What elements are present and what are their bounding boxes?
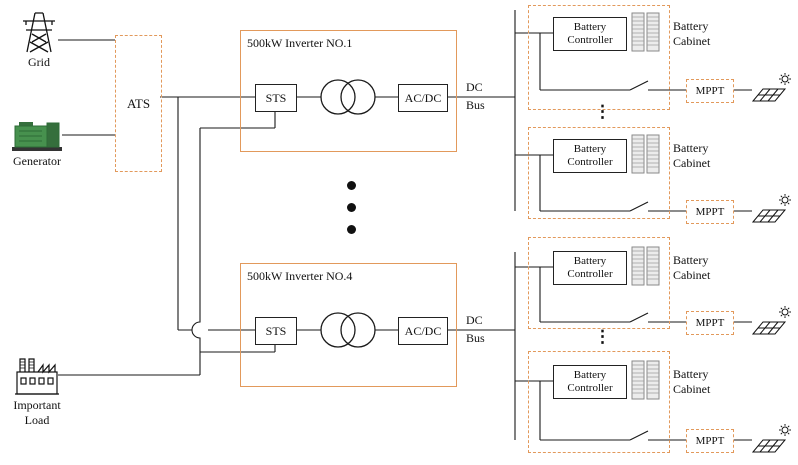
battery-group-box-1 (528, 5, 670, 110)
grid-icon (20, 8, 58, 54)
generator-icon (12, 114, 62, 152)
generator-label: Generator (13, 154, 61, 168)
pv-panel-icon (751, 193, 794, 232)
acdc-box-4: AC/DC (398, 317, 448, 345)
transformer-icon (320, 79, 376, 115)
battery-controller-box-3: Battery Controller (553, 251, 627, 285)
transformer-icon (320, 312, 376, 348)
battery-cabinet-icon (631, 11, 661, 58)
battery-cabinet-label-3: Battery Cabinet (673, 253, 711, 282)
sts-box-4: STS (255, 317, 297, 345)
ats-label: ATS (126, 95, 151, 111)
battery-cabinet-icon (631, 245, 661, 292)
battery-group-box-2 (528, 127, 670, 219)
ats-box: ATS (115, 35, 162, 172)
battery-group-separator: ⋮ (594, 102, 611, 121)
switch-icon (629, 430, 649, 441)
mppt-box-2: MPPT (686, 200, 734, 224)
inverter-box-4 (240, 263, 457, 387)
battery-controller-box-1: Battery Controller (553, 17, 627, 51)
inverter-box-1 (240, 30, 457, 152)
ellipsis-dots (347, 225, 356, 234)
battery-controller-box-2: Battery Controller (553, 139, 627, 173)
battery-cabinet-label-2: Battery Cabinet (673, 141, 711, 170)
sts-box-1: STS (255, 84, 297, 112)
mppt-box-3: MPPT (686, 311, 734, 335)
dc-bus-label-4: DC Bus (466, 313, 485, 345)
ellipsis-dots (347, 203, 356, 212)
dc-bus-label-1: DC Bus (466, 80, 485, 112)
pv-panel-icon (751, 72, 794, 111)
ellipsis-dots (347, 181, 356, 190)
battery-group-box-4 (528, 351, 670, 453)
mppt-box-4: MPPT (686, 429, 734, 453)
battery-cabinet-label-1: Battery Cabinet (673, 19, 711, 48)
battery-cabinet-icon (631, 133, 661, 180)
switch-icon (629, 312, 649, 323)
grid-label: Grid (28, 55, 50, 69)
mppt-box-1: MPPT (686, 79, 734, 103)
important-load-label: Important Load (13, 398, 61, 427)
switch-icon (629, 80, 649, 91)
battery-controller-box-4: Battery Controller (553, 365, 627, 399)
inverter-1-title: 500kW Inverter NO.1 (247, 36, 353, 50)
battery-cabinet-label-4: Battery Cabinet (673, 367, 711, 396)
battery-group-separator: ⋮ (594, 327, 611, 346)
pv-panel-icon (751, 423, 794, 462)
switch-icon (629, 201, 649, 212)
pv-panel-icon (751, 305, 794, 344)
battery-cabinet-icon (631, 359, 661, 406)
factory-icon (14, 354, 60, 396)
inverter-4-title: 500kW Inverter NO.4 (247, 269, 353, 283)
acdc-box-1: AC/DC (398, 84, 448, 112)
battery-group-box-3 (528, 237, 670, 329)
